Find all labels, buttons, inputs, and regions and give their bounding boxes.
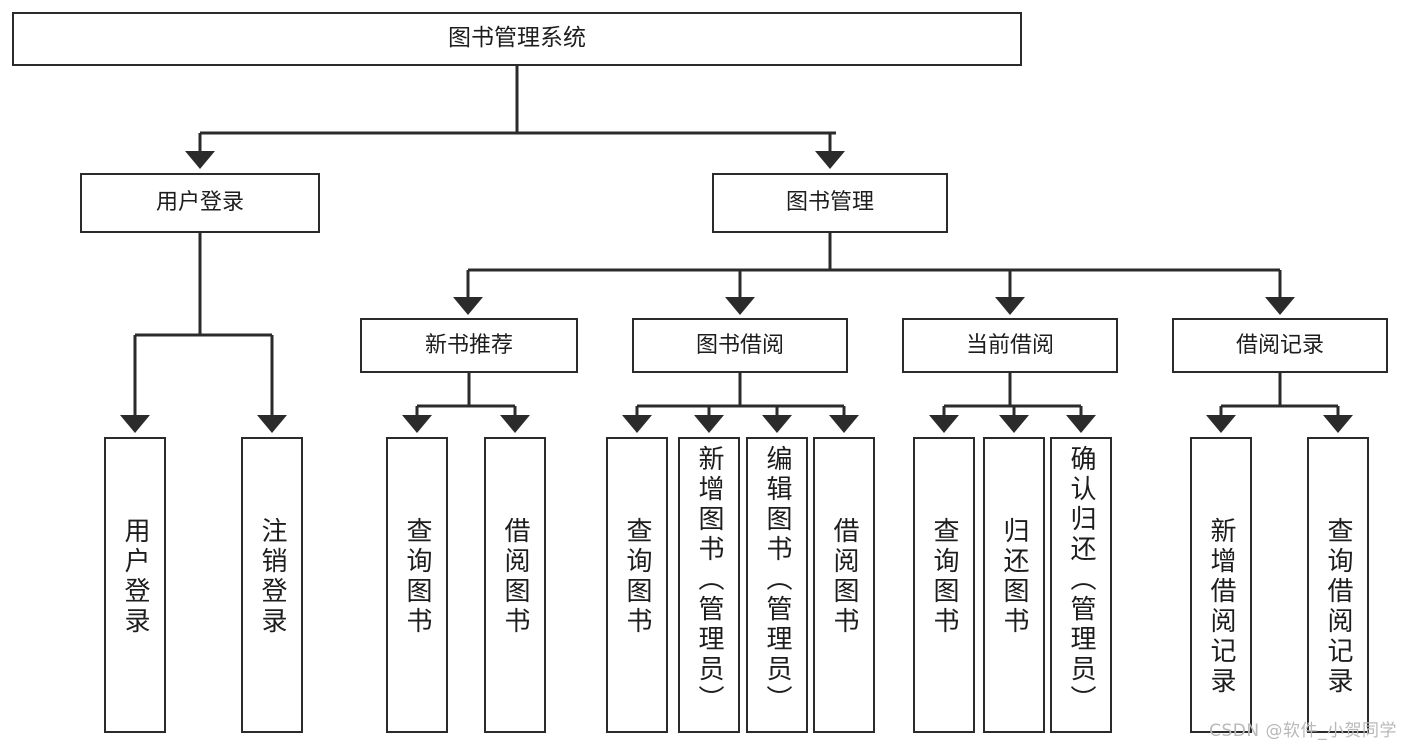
- node-label: 当前借阅: [965, 332, 1054, 358]
- leaf-add-borrow-record[interactable]: 新增借阅记录: [1190, 437, 1252, 733]
- node-label: 借阅记录: [1235, 332, 1324, 358]
- node-label: 图书管理: [785, 190, 874, 216]
- node-label: 图书借阅: [695, 332, 784, 358]
- leaf-borrow-book-recommend[interactable]: 借阅图书: [484, 437, 546, 733]
- node-current-borrow[interactable]: 当前借阅: [902, 318, 1118, 373]
- leaf-borrow-book[interactable]: 借阅图书: [813, 437, 875, 733]
- node-label: 新增借阅记录: [1206, 517, 1236, 697]
- node-label: 查询图书: [622, 517, 652, 637]
- node-label: 新书推荐: [424, 332, 513, 358]
- leaf-return-book[interactable]: 归还图书: [983, 437, 1045, 733]
- node-book-management[interactable]: 图书管理: [712, 173, 948, 233]
- node-label: 用户登录: [120, 517, 150, 637]
- node-label: 查询图书: [402, 517, 432, 637]
- leaf-edit-book-admin[interactable]: 编辑图书（管理员）: [746, 437, 808, 733]
- node-label: 编辑图书（管理员）: [762, 445, 792, 715]
- leaf-user-login[interactable]: 用户登录: [104, 437, 166, 733]
- node-label: 查询图书: [929, 517, 959, 637]
- leaf-query-book-recommend[interactable]: 查询图书: [386, 437, 448, 733]
- node-label: 借阅图书: [500, 517, 530, 637]
- leaf-query-book-borrow[interactable]: 查询图书: [606, 437, 668, 733]
- leaf-confirm-return-admin[interactable]: 确认归还（管理员）: [1050, 437, 1112, 733]
- node-label: 归还图书: [999, 517, 1029, 637]
- leaf-add-book-admin[interactable]: 新增图书（管理员）: [678, 437, 740, 733]
- leaf-query-book-current[interactable]: 查询图书: [913, 437, 975, 733]
- node-label: 查询借阅记录: [1323, 517, 1353, 697]
- csdn-watermark: CSDN @软件_小贺同学: [1209, 721, 1397, 741]
- node-root-system[interactable]: 图书管理系统: [12, 12, 1022, 66]
- node-label: 图书管理系统: [448, 25, 586, 52]
- node-label: 用户登录: [155, 190, 244, 216]
- node-label: 新增图书（管理员）: [694, 445, 724, 715]
- leaf-user-logout[interactable]: 注销登录: [241, 437, 303, 733]
- node-label: 确认归还（管理员）: [1066, 445, 1096, 715]
- node-borrow-record[interactable]: 借阅记录: [1172, 318, 1388, 373]
- leaf-query-borrow-record[interactable]: 查询借阅记录: [1307, 437, 1369, 733]
- node-user-login[interactable]: 用户登录: [80, 173, 320, 233]
- node-book-borrow[interactable]: 图书借阅: [632, 318, 848, 373]
- node-new-book-recommend[interactable]: 新书推荐: [360, 318, 578, 373]
- node-label: 注销登录: [257, 517, 287, 637]
- node-label: 借阅图书: [829, 517, 859, 637]
